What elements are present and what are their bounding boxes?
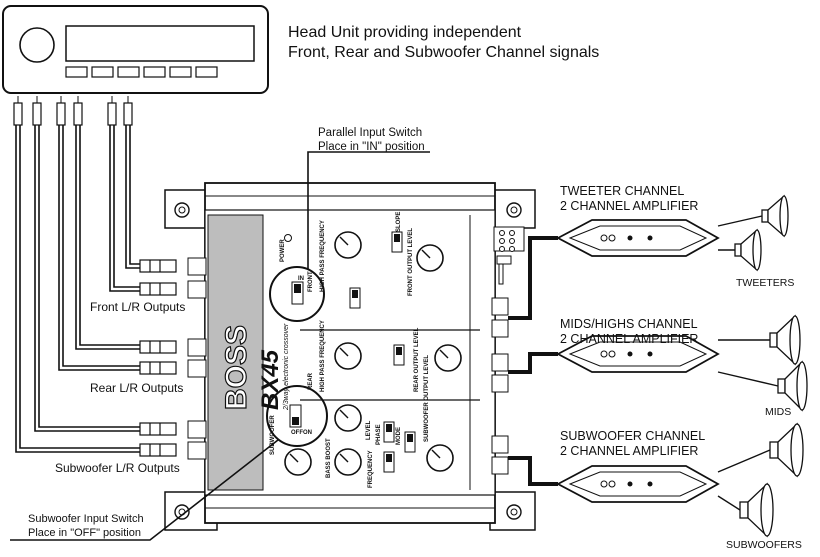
amp-mids-line1: MIDS/HIGHS CHANNEL [560,317,698,331]
subwoofer-switch-line1: Subwoofer Input Switch [28,513,144,525]
head-unit-display [65,25,255,62]
mids-label: MIDS [765,406,791,418]
rca-cables [13,96,140,453]
mode-label: MODE [396,427,402,445]
rca-plugs-inputs [139,259,177,457]
callout-parallel-switch [269,151,430,322]
slope-label: SLOPE [396,212,402,232]
head-unit-caption-line1: Head Unit providing independent [288,24,522,41]
rear-output-label: REAR OUTPUT LEVEL [414,327,420,392]
switch-off-label: OFF [291,430,303,436]
rear-section-label: REAR [308,372,314,390]
sub-output-label: SUBWOOFER OUTPUT LEVEL [424,355,430,442]
parallel-switch-line1: Parallel Input Switch [318,127,422,139]
subwoofer-speaker-icon [769,422,804,478]
bass-boost-label: BASS BOOST [326,438,332,478]
phase-label: PHASE [376,424,382,445]
head-unit [2,5,269,94]
switch-in-label: IN [298,276,304,282]
amp-tweeter [556,219,720,257]
volume-knob-icon [19,27,55,63]
amp-mids [556,335,720,373]
amp-sub-line2: 2 CHANNEL AMPLIFIER [560,444,698,458]
mid-speaker-icon [769,314,801,366]
amp-mids-line2: 2 CHANNEL AMPLIFIER [560,332,698,346]
rear-inputs-label: Rear L/R Outputs [90,381,183,395]
subwoofers-label: SUBWOOFERS [726,539,802,551]
switch-on-label: ON [303,430,312,436]
crossover-unit: BOSS BX45 2/3way electronic crossover PO… [164,182,536,531]
parallel-switch-line2: Place in "IN" position [318,141,425,153]
output-wires [508,236,558,486]
amp-tweeter-line1: TWEETER CHANNEL [560,184,684,198]
callout-subwoofer-switch [10,385,328,541]
front-inputs-label: Front L/R Outputs [90,300,185,314]
power-led-icon [284,234,292,242]
rca-plugs-top [13,102,133,126]
subwoofer-speaker-icon [739,482,774,538]
amp-subwoofer [556,465,720,503]
front-hpf-label: HIGH PASS FREQUENCY [320,220,326,292]
tweeter-speaker-icon [734,228,762,272]
speaker-wires [717,215,779,511]
subwoofer-switch-line2: Place in "OFF" position [28,527,141,539]
rear-hpf-label: HIGH PASS FREQUENCY [320,320,326,392]
brand-logo: BOSS [220,325,253,410]
front-section-label: FRONT [308,271,314,292]
model-name: BX45 [257,349,284,410]
tweeter-speaker-icon [761,194,789,238]
sub-inputs-label: Subwoofer L/R Outputs [55,461,180,475]
power-label: POWER [280,239,286,262]
front-output-label: FRONT OUTPUT LEVEL [408,228,414,296]
tweeters-label: TWEETERS [736,277,794,289]
head-unit-caption-line2: Front, Rear and Subwoofer Channel signal… [288,44,599,61]
amp-tweeter-line2: 2 CHANNEL AMPLIFIER [560,199,698,213]
frequency-label: FREQUENCY [368,450,374,488]
tagline: 2/3way electronic crossover [283,323,290,411]
mid-speaker-icon [777,360,808,412]
amp-sub-line1: SUBWOOFER CHANNEL [560,429,705,443]
level-label: LEVEL [366,420,372,440]
subwoofer-input-switch[interactable] [289,404,302,428]
